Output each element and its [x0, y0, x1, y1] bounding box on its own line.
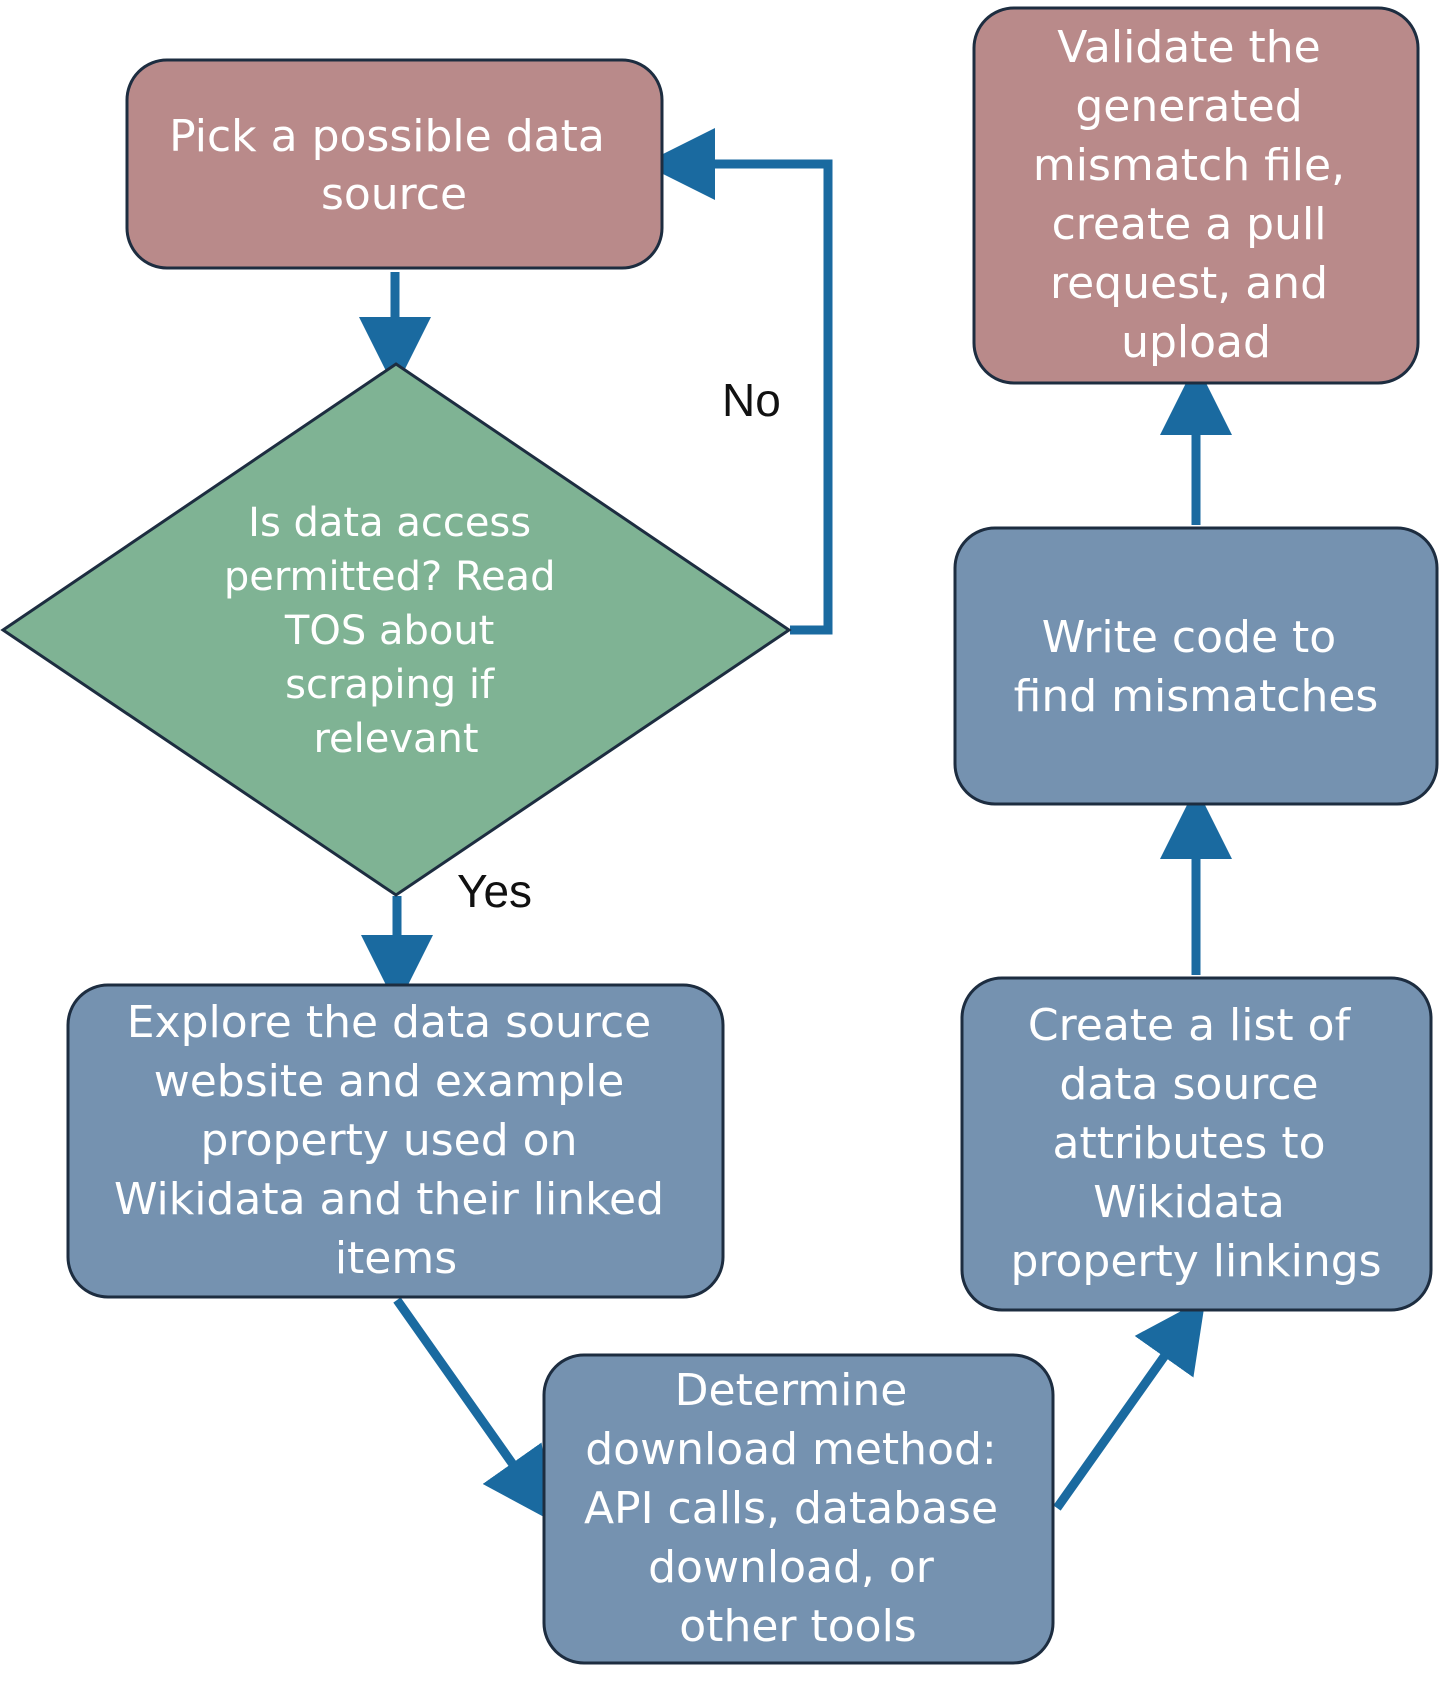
node-pick-data-source: Pick a possible data source: [125, 58, 664, 270]
node-explore-data-source-line: Explore the data source: [127, 997, 652, 1048]
node-create-attribute-list-line: Create a list of: [1028, 1000, 1352, 1051]
svg-text:Create a list of data so: Create a list of data source attributes …: [1010, 1000, 1381, 1287]
node-explore-data-source-line: website and example: [154, 1056, 625, 1107]
node-data-access-decision-line: permitted? Read: [224, 554, 556, 600]
node-pick-data-source-box: [125, 58, 664, 270]
edge-label-yes: Yes: [457, 865, 532, 917]
svg-text:Pick a possible data sou: Pick a possible data source: [169, 111, 619, 220]
node-data-access-decision-diamond: [0, 362, 792, 897]
svg-text:Explore the data source: Explore the data source website and exam…: [114, 997, 678, 1284]
edges: [359, 128, 1232, 1523]
node-create-attribute-list-line: attributes to: [1052, 1118, 1325, 1169]
node-write-code-box: [953, 526, 1439, 806]
node-data-access-decision: Is data access permitted? Read TOS about…: [0, 362, 792, 897]
node-pick-data-source-line: Pick a possible data: [169, 111, 605, 162]
node-validate-upload-line: mismatch file,: [1033, 140, 1345, 191]
node-data-access-decision-line: TOS about: [284, 608, 494, 654]
node-data-access-decision-line: scraping if: [285, 662, 495, 708]
node-create-attribute-list: Create a list of data source attributes …: [960, 976, 1433, 1312]
node-pick-data-source-line: source: [321, 169, 467, 220]
node-explore-data-source: Explore the data source website and exam…: [66, 983, 725, 1299]
node-explore-data-source-line: items: [335, 1233, 457, 1284]
node-download-method: Determine download method: API calls, da…: [542, 1353, 1055, 1665]
node-download-method-line: other tools: [679, 1601, 916, 1652]
node-validate-upload-line: create a pull: [1052, 199, 1327, 250]
node-data-access-decision-line: relevant: [313, 716, 478, 762]
node-explore-data-source-line: Wikidata and their linked: [114, 1174, 664, 1225]
edge-label-no: No: [722, 374, 781, 426]
node-create-attribute-list-box: [960, 976, 1433, 1312]
node-data-access-decision-line: Is data access: [248, 500, 531, 546]
node-validate-upload-line: request, and: [1050, 258, 1328, 309]
node-create-attribute-list-line: data source: [1059, 1059, 1318, 1110]
svg-text:Validate the generated: Validate the generated mismatch file, cr…: [1033, 22, 1359, 368]
node-validate-upload-line: upload: [1121, 317, 1271, 368]
node-download-method-line: download method:: [585, 1424, 997, 1475]
node-create-attribute-list-line: Wikidata: [1093, 1177, 1285, 1228]
node-download-method-box: [542, 1353, 1055, 1665]
node-download-method-line: Determine: [675, 1365, 908, 1416]
arrow-decision-no-to-pick: [643, 128, 833, 635]
svg-text:Is data access permitted: Is data access permitted? Read TOS about…: [224, 500, 568, 762]
node-validate-upload: Validate the generated mismatch file, cr…: [972, 6, 1420, 385]
node-validate-upload-line: generated: [1075, 81, 1302, 132]
svg-text:Determine download metho: Determine download method: API calls, da…: [584, 1365, 1012, 1652]
node-download-method-line: download, or: [648, 1542, 935, 1593]
node-explore-data-source-box: [66, 983, 725, 1299]
node-explore-data-source-line: property used on: [201, 1115, 578, 1166]
node-validate-upload-line: Validate the: [1057, 22, 1321, 73]
arrow-download-to-create-list: [1053, 1297, 1206, 1511]
node-create-attribute-list-line: property linkings: [1010, 1236, 1381, 1287]
arrow-explore-to-download: [393, 1297, 554, 1523]
node-download-method-line: API calls, database: [584, 1483, 998, 1534]
node-validate-upload-box: [972, 6, 1420, 385]
svg-text:Write code to find misma: Write code to find mismatches: [1014, 612, 1379, 722]
node-write-code-line: Write code to: [1042, 612, 1336, 663]
node-write-code: Write code to find mismatches: [953, 526, 1439, 806]
node-write-code-line: find mismatches: [1014, 671, 1379, 722]
